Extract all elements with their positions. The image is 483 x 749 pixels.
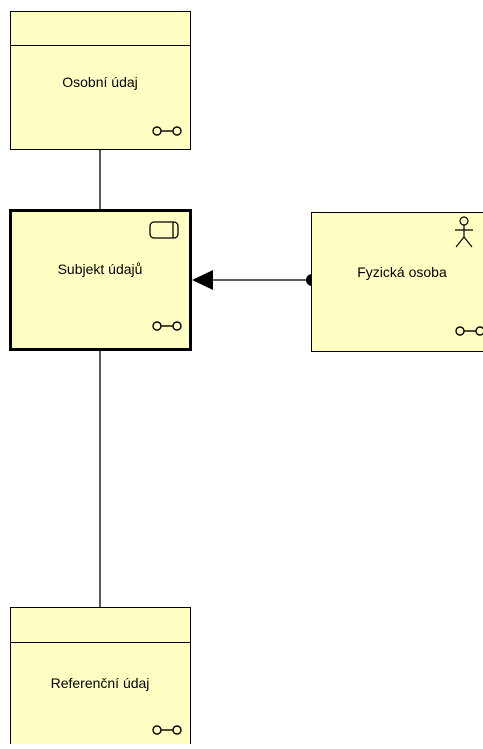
node-label: Fyzická osoba <box>357 264 447 280</box>
node-osobni-udaj[interactable]: Osobní údaj <box>11 12 191 150</box>
node-label: Referenční údaj <box>51 675 150 691</box>
arrowhead <box>192 270 213 290</box>
node-label: Subjekt údajů <box>58 261 143 277</box>
node-referencni-udaj[interactable]: Referenční údaj <box>11 608 191 745</box>
node-fyzicka-osoba[interactable]: Fyzická osoba <box>312 213 483 352</box>
connector-fyzicka-subjekt[interactable] <box>192 270 318 290</box>
node-subjekt-udaju[interactable]: Subjekt údajů <box>11 211 191 350</box>
node-label: Osobní údaj <box>62 74 138 90</box>
